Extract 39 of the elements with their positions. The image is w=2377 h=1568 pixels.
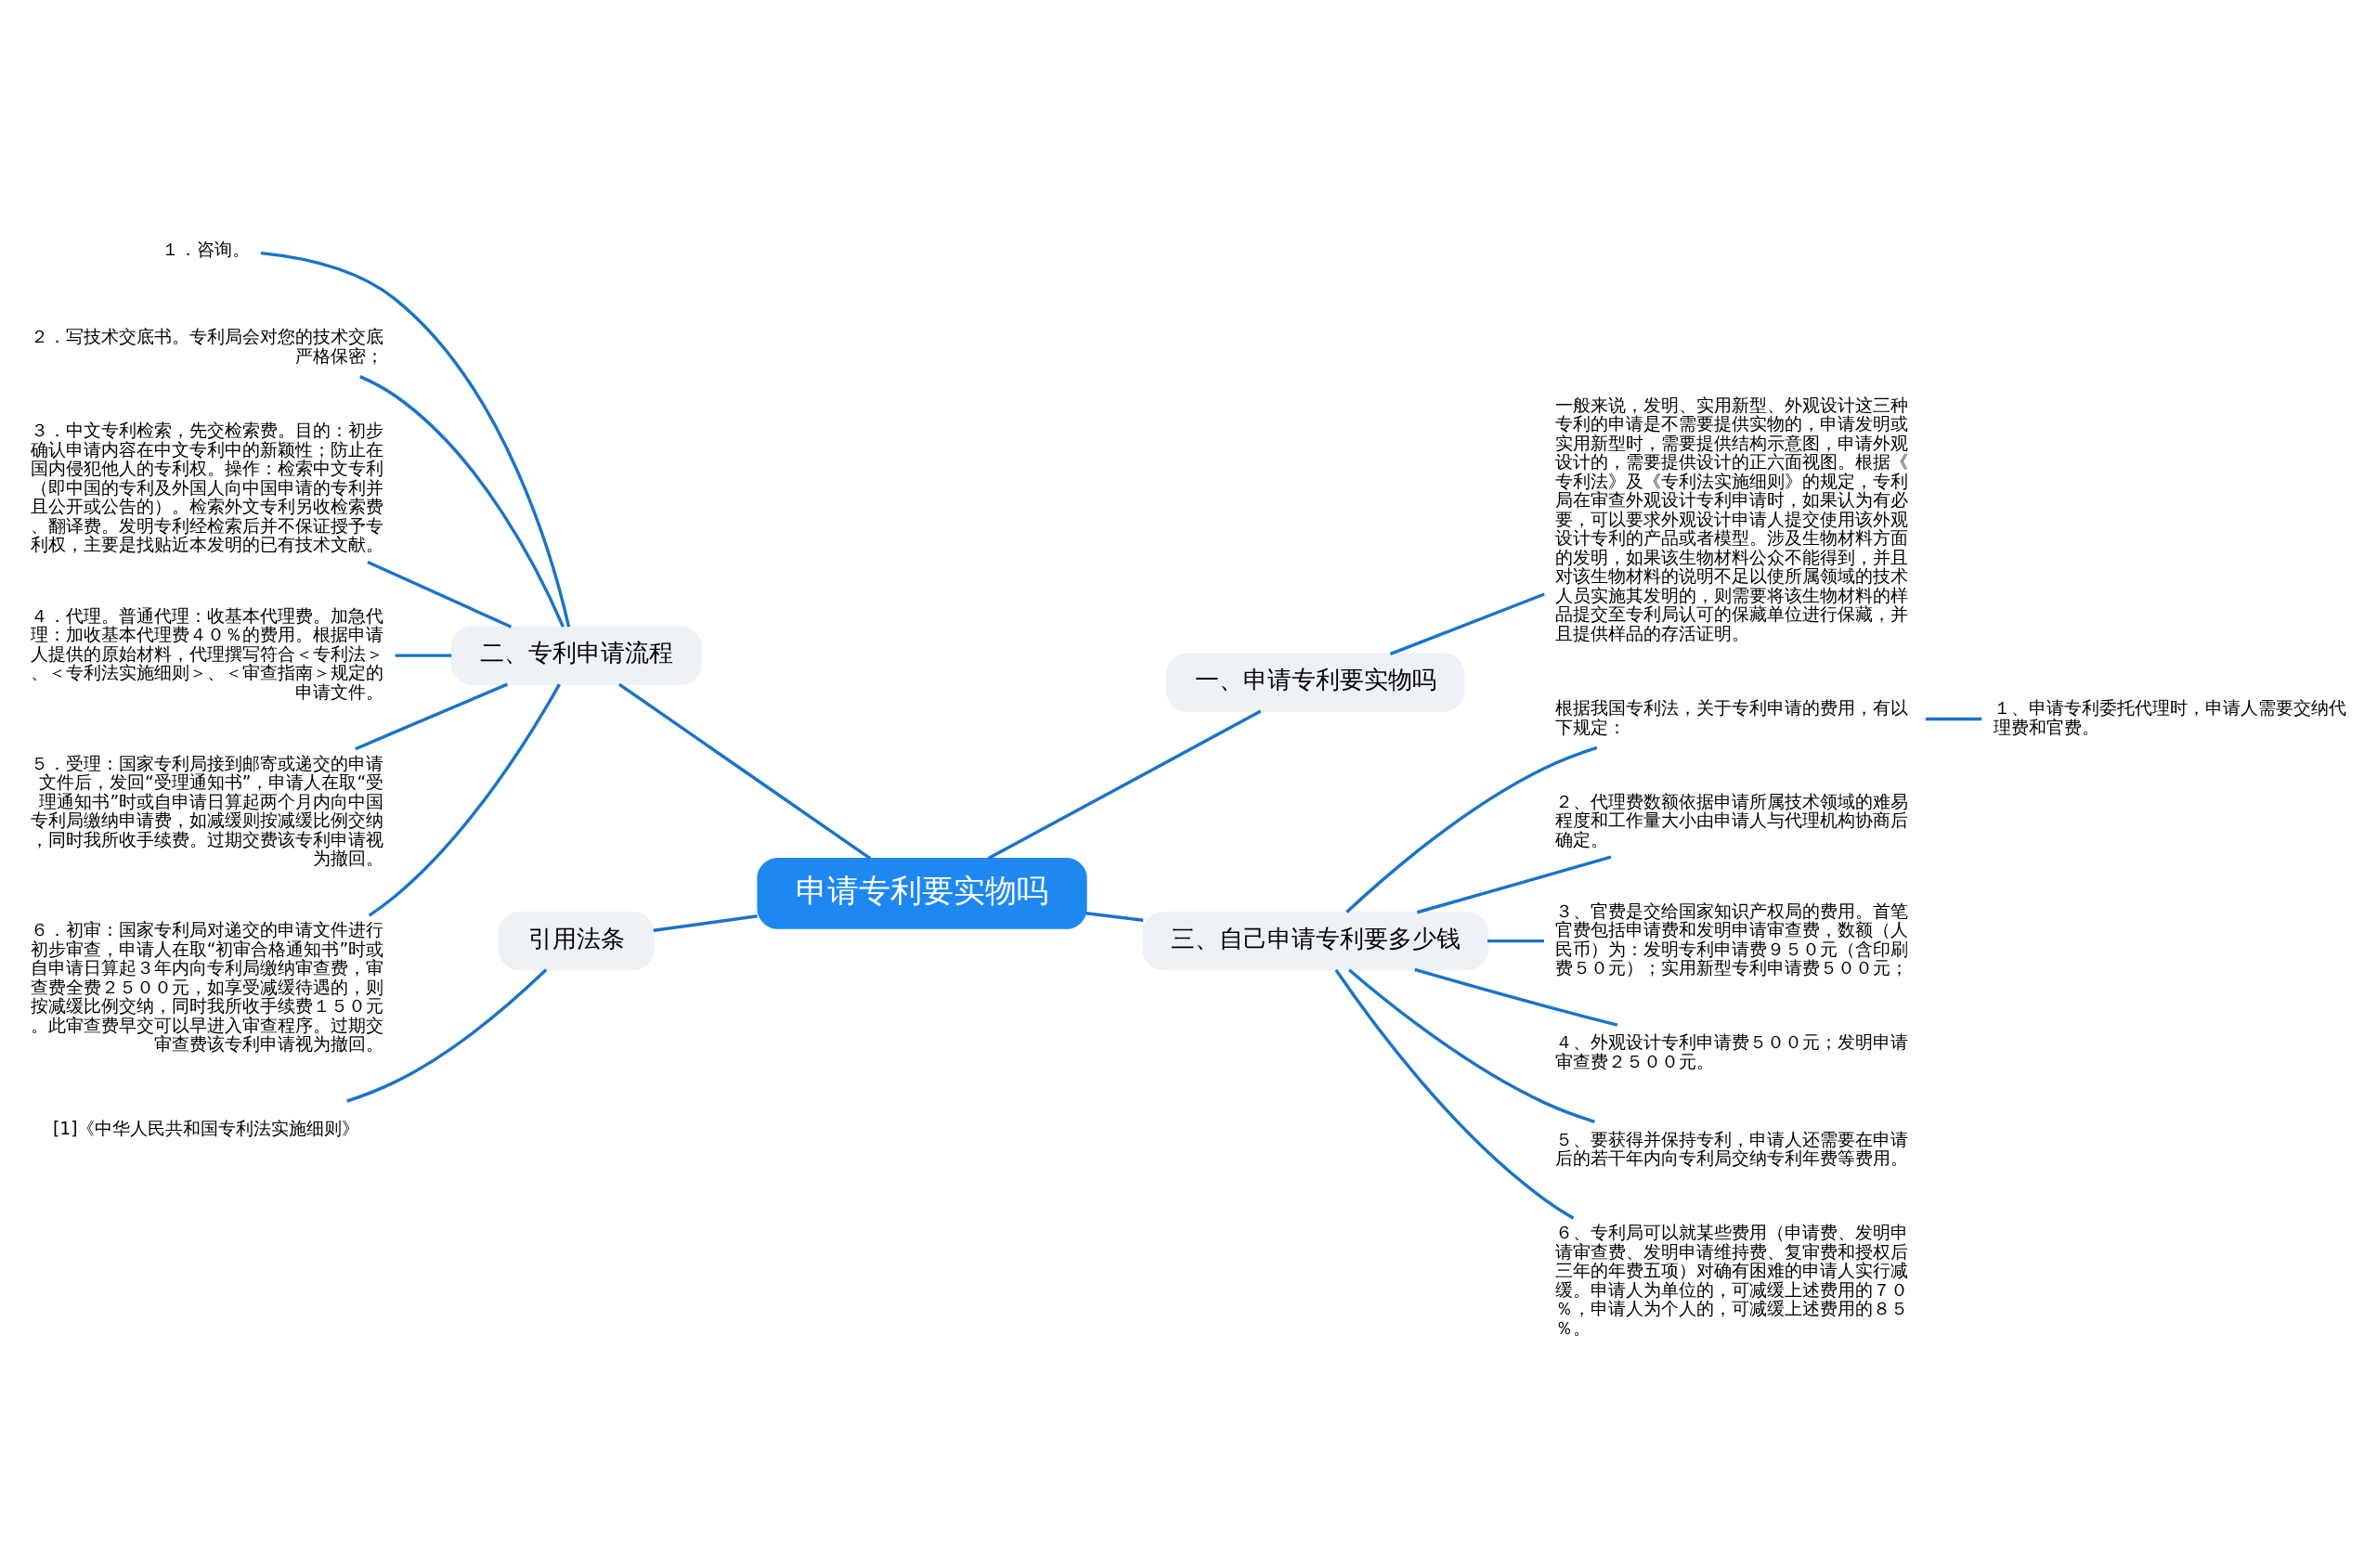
connector: [1345, 745, 1598, 914]
connector: [395, 654, 452, 657]
connector: [1085, 912, 1144, 922]
connector: [1414, 967, 1618, 1027]
connector: [1926, 717, 1982, 721]
node-box: 二、专利申请流程: [450, 626, 702, 685]
node-text: ６．初审：国家专利局对递交的申请文件进行初步审查，申请人在取“初审合格通知书”时或自申请日算起３年内向专利局缴纳审查费，审查费全费２５００元，如享受减缓待遇的，则按减缓比例交纳，同时我所收手续费１５０元。此审查费早交可以早进入审查程序。过期交审查费该专利申请视为撤回。: [30, 920, 384, 1055]
node-text: ３、官费是交给国家知识产权局的费用。首笔官费包括申请费和发明申请审查费，数额（人民币）为：发明专利申请费９５０元（含印刷费５０元）；实用新型专利申请费５００元；: [1555, 901, 1909, 978]
node-text: １．咨询。: [161, 240, 250, 260]
connector: [260, 251, 571, 628]
node-box: 一、申请专利要实物吗: [1166, 653, 1465, 712]
connector: [653, 914, 758, 932]
connector: [1334, 968, 1575, 1220]
node-box: 申请专利要实物吗: [757, 857, 1087, 929]
node-box: 引用法条: [498, 912, 655, 971]
connector: [1487, 939, 1544, 943]
connector: [1416, 855, 1612, 914]
node-text: ２．写技术交底书。专利局会对您的技术交底严格保密；: [31, 327, 384, 366]
connector: [355, 682, 509, 751]
node-box: 三、自己申请专利要多少钱: [1142, 912, 1488, 971]
connector: [359, 375, 565, 628]
node-text: [1]《中华人民共和国专利法实施细则》: [52, 1118, 360, 1138]
connector: [617, 682, 872, 861]
connector: [1389, 592, 1545, 656]
node-text: ４．代理。普通代理：收基本代理费。加急代理：加收基本代理费４０％的费用。根据申请人提供的原始材料，代理撰写符合＜专利法＞、＜专利法实施细则＞、＜审查指南＞规定的申请文件。: [31, 605, 384, 702]
connector: [346, 968, 548, 1103]
node-text: １、申请专利委托代理时，申请人需要交纳代理费和官费。: [1993, 698, 2346, 737]
node-text: ５、要获得并保持专利，申请人还需要在申请后的若干年内向专利局交纳专利年费等费用。: [1555, 1129, 1909, 1169]
node-text: 根据我国专利法，关于专利申请的费用，有以下规定：: [1555, 698, 1909, 737]
node-text: ６、专利局可以就某些费用（申请费、发明申请审查费、发明申请维持费、复审费和授权后三年的年费五项）对确有困难的申请人实行减缓。申请人为单位的，可减缓上述费用的７０％，申请人为个人的，可减缓上述费用的８５％。: [1555, 1223, 1909, 1338]
node-text: ３．中文专利检索，先交检索费。目的：初步确认申请内容在中文专利中的新颖性；防止在国内侵犯他人的专利权。操作：检索中文专利（即中国的专利及外国人向中国申请的专利并且公开或公告的）。检索外文专利另收检索费、翻译费。发明专利经检索后并不保证授予专利权，主要是找贴近本发明的已有技术文献。: [31, 421, 384, 555]
connector: [987, 709, 1262, 861]
node-text: ４、外观设计专利申请费５００元；发明申请审查费２５００元。: [1555, 1032, 1909, 1071]
connector: [1347, 968, 1595, 1123]
node-text: ２、代理费数额依据申请所属技术领域的难易程度和工作量大小由申请人与代理机构协商后确定。: [1555, 791, 1909, 849]
connector: [367, 560, 513, 628]
connector: [368, 683, 561, 917]
node-text: 一般来说，发明、实用新型、外观设计这三种专利的申请是不需要提供实物的，申请发明或实用新型时，需要提供结构示意图，申请外观设计的，需要提供设计的正六面视图。根据《专利法》及《专利法实施细则》的规定，专利局在审查外观设计专利申请时，如果认为有必要，可以要求外观设计申请人提交使用该外观设计专利的产品或者模型。涉及生物材料方面的发明，如果该生物材料公众不能得到，并且对该生物材料的说明不足以使所属领域的技术人员实施其发明的，则需要将该生物材料的样品提交至专利局认可的保藏单位进行保藏，并且提供样品的存活证明。: [1555, 395, 1909, 643]
node-text: ５．受理：国家专利局接到邮寄或递交的申请文件后，发回“受理通知书”，申请人在取“受理通知书”时或自申请日算起两个月内向中国专利局缴纳申请费，如减缓则按减缓比例交纳，同时我所收手续费。过期交费该专利申请视为撤回。: [31, 753, 384, 869]
